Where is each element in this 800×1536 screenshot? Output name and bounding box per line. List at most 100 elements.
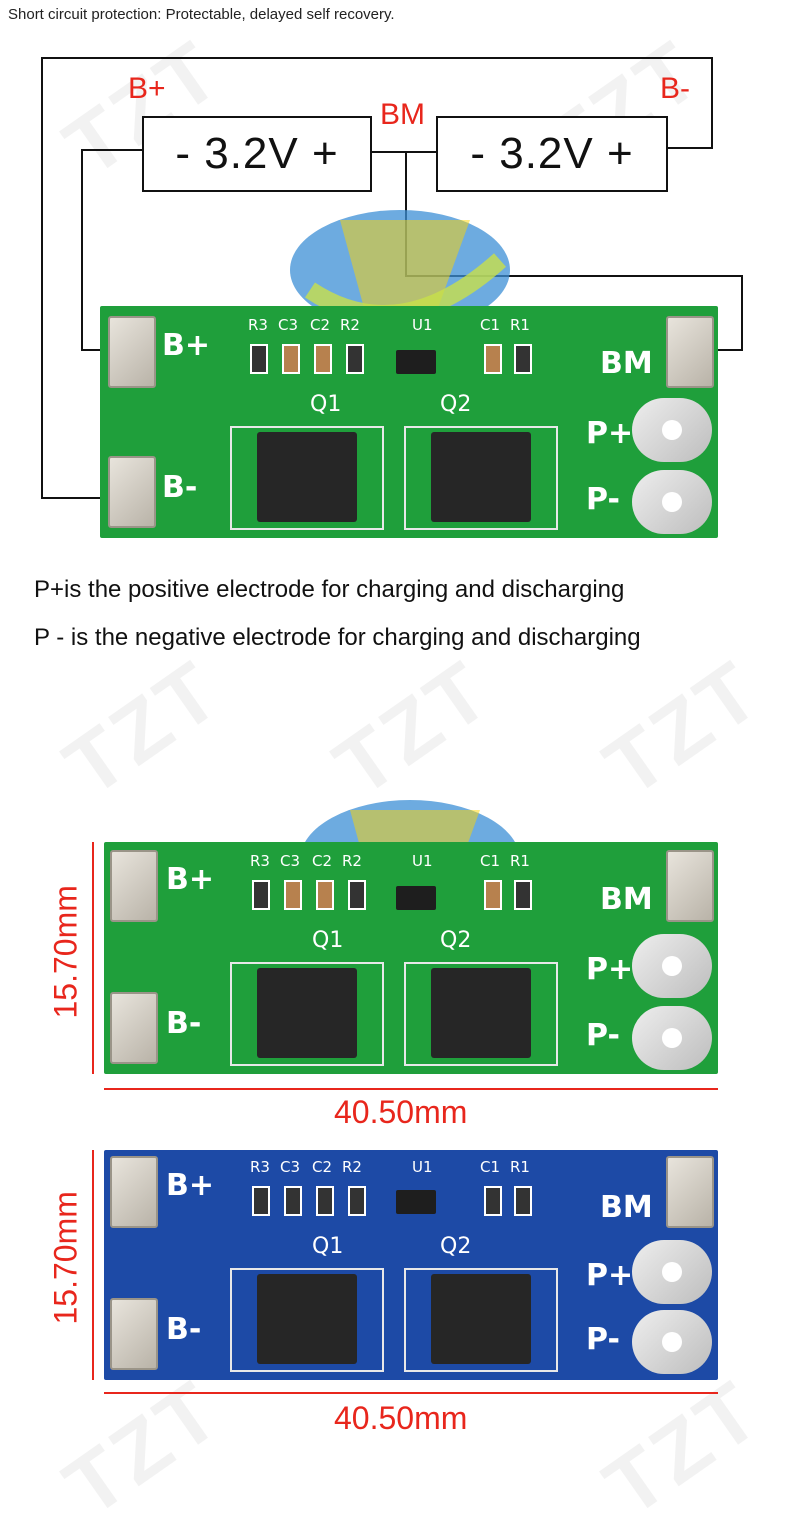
silk-r1: R1 <box>510 1158 530 1176</box>
silk-u1: U1 <box>412 1158 433 1176</box>
silk-bm: BM <box>600 882 653 917</box>
pad-p-minus <box>632 1310 712 1374</box>
capacitor-c2 <box>316 880 334 910</box>
capacitor-c1 <box>484 344 502 374</box>
silk-r3: R3 <box>250 852 270 870</box>
height-label-green: 15.70mm <box>47 885 84 1019</box>
silk-c2: C2 <box>312 1158 333 1176</box>
silk-c1: C1 <box>480 316 501 334</box>
pad-b-minus <box>110 1298 158 1370</box>
pad-p-minus <box>632 470 712 534</box>
height-arrow-green <box>92 842 94 1074</box>
silk-c3: C3 <box>278 316 299 334</box>
resistor-r3 <box>250 344 268 374</box>
height-label-blue: 15.70mm <box>47 1191 84 1325</box>
silk-b-plus: B+ <box>166 1168 215 1203</box>
chip-u1 <box>396 1190 436 1214</box>
label-bm: BM <box>380 98 425 131</box>
silk-c3: C3 <box>280 1158 301 1176</box>
resistor-r1 <box>514 1186 532 1216</box>
width-label-blue: 40.50mm <box>334 1400 468 1436</box>
silk-p-plus: P+ <box>586 1258 634 1293</box>
silk-r2: R2 <box>342 1158 362 1176</box>
mosfet-q1 <box>230 1268 384 1372</box>
resistor-r2 <box>346 344 364 374</box>
silk-u1: U1 <box>412 316 433 334</box>
silk-r1: R1 <box>510 852 530 870</box>
pad-bm <box>666 316 714 388</box>
silk-c2: C2 <box>310 316 331 334</box>
silk-bm: BM <box>600 346 653 381</box>
resistor-r2 <box>348 880 366 910</box>
silk-b-minus: B- <box>166 1312 202 1347</box>
pad-b-plus <box>110 850 158 922</box>
mosfet-q1 <box>230 426 384 530</box>
resistor-r3 <box>252 1186 270 1216</box>
silk-b-plus: B+ <box>166 862 215 897</box>
pcb-board-green-2: B+ B- BM P+ P- R3 C3 C2 R2 U1 C1 R1 Q1 Q… <box>104 842 718 1074</box>
pad-b-minus <box>108 456 156 528</box>
silk-r2: R2 <box>340 316 360 334</box>
label-b-plus: B+ <box>128 72 166 105</box>
pad-p-plus <box>632 1240 712 1304</box>
resistor-r1 <box>514 880 532 910</box>
silk-q2: Q2 <box>440 928 472 953</box>
silk-u1: U1 <box>412 852 433 870</box>
pad-bm <box>666 1156 714 1228</box>
pad-b-minus <box>110 992 158 1064</box>
silk-q1: Q1 <box>312 928 344 953</box>
width-arrow-green <box>104 1088 718 1090</box>
pad-b-plus <box>108 316 156 388</box>
capacitor-c3 <box>282 344 300 374</box>
silk-c2: C2 <box>312 852 333 870</box>
watermark-tzt: TZT <box>587 642 778 815</box>
silk-b-minus: B- <box>166 1006 202 1041</box>
capacitor-c2 <box>316 1186 334 1216</box>
capacitor-c1 <box>484 880 502 910</box>
silk-r3: R3 <box>250 1158 270 1176</box>
watermark-tzt: TZT <box>587 1362 778 1535</box>
silk-r3: R3 <box>248 316 268 334</box>
width-label-green: 40.50mm <box>334 1094 468 1130</box>
silk-p-minus: P- <box>586 482 620 517</box>
silk-p-plus: P+ <box>586 416 634 451</box>
silk-r1: R1 <box>510 316 530 334</box>
pcb-board-green-1: B+ B- BM P+ P- R3 C3 C2 R2 U1 C1 R1 Q1 Q… <box>100 306 718 538</box>
silk-c1: C1 <box>480 1158 501 1176</box>
silk-q2: Q2 <box>440 1234 472 1259</box>
pad-p-minus <box>632 1006 712 1070</box>
wiring-diagram: - 3.2V + - 3.2V + B+ BM B- B+ B- BM P+ P… <box>0 40 800 560</box>
chip-u1 <box>396 886 436 910</box>
resistor-r2 <box>348 1186 366 1216</box>
description-p-minus: P - is the negative electrode for chargi… <box>34 624 641 651</box>
silk-c1: C1 <box>480 852 501 870</box>
description-p-plus: P+is the positive electrode for charging… <box>34 576 625 603</box>
silk-b-plus: B+ <box>162 328 211 363</box>
capacitor-c3 <box>284 1186 302 1216</box>
silk-p-minus: P- <box>586 1018 620 1053</box>
silk-r2: R2 <box>342 852 362 870</box>
mosfet-q2 <box>404 426 558 530</box>
cell-left: - 3.2V + <box>142 116 372 192</box>
mosfet-q2 <box>404 1268 558 1372</box>
pad-p-plus <box>632 934 712 998</box>
resistor-r1 <box>514 344 532 374</box>
silk-p-minus: P- <box>586 1322 620 1357</box>
capacitor-c1 <box>484 1186 502 1216</box>
silk-p-plus: P+ <box>586 952 634 987</box>
chip-u1 <box>396 350 436 374</box>
brand-logo-icon <box>290 210 510 330</box>
silk-c3: C3 <box>280 852 301 870</box>
width-arrow-blue <box>104 1392 718 1394</box>
cell-right: - 3.2V + <box>436 116 668 192</box>
silk-bm: BM <box>600 1190 653 1225</box>
mosfet-q2 <box>404 962 558 1066</box>
capacitor-c3 <box>284 880 302 910</box>
silk-q1: Q1 <box>312 1234 344 1259</box>
label-b-minus: B- <box>660 72 690 105</box>
pad-b-plus <box>110 1156 158 1228</box>
silk-q2: Q2 <box>440 392 472 417</box>
mosfet-q1 <box>230 962 384 1066</box>
resistor-r3 <box>252 880 270 910</box>
height-arrow-blue <box>92 1150 94 1380</box>
